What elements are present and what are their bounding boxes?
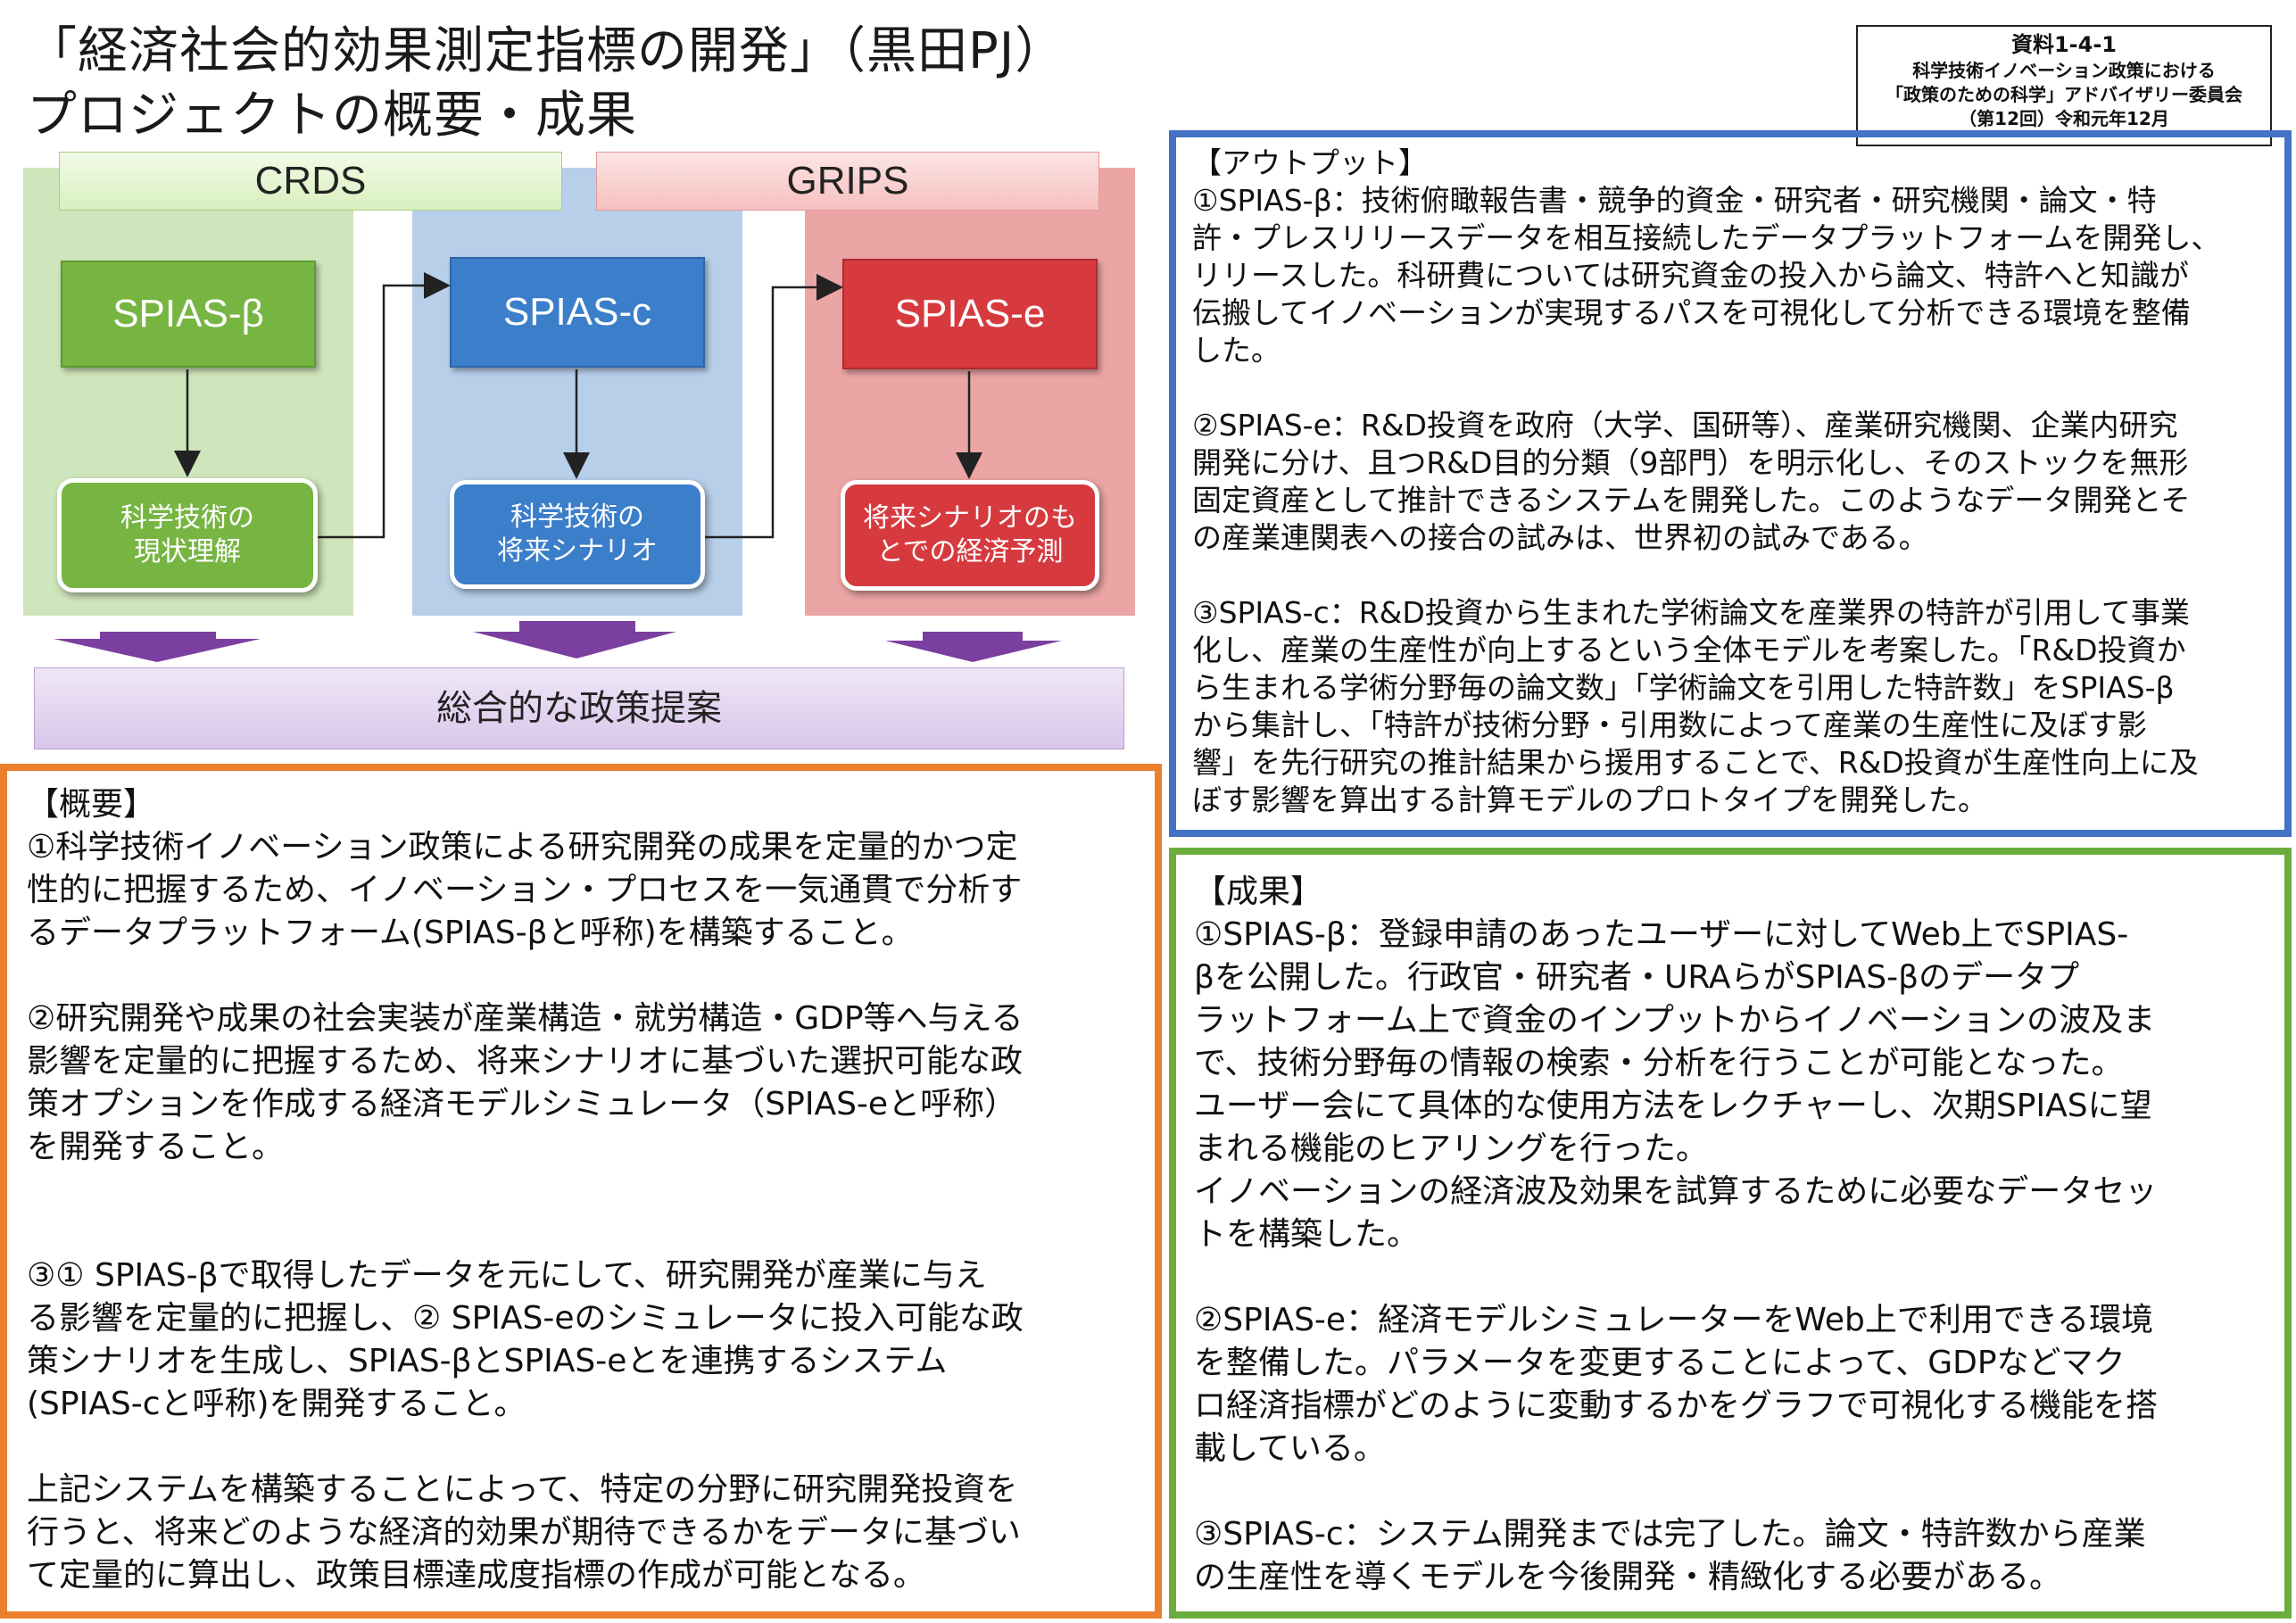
result-box-3-line-2: とでの経済予測 bbox=[876, 536, 1064, 567]
result-box-current-understanding: 科学技術の 現状理解 bbox=[57, 478, 318, 592]
document-reference-box: 資料1-4-1 科学技術イノベーション政策における 「政策のための科学」アドバイ… bbox=[1856, 25, 2272, 146]
arrow-c-to-e bbox=[705, 274, 843, 539]
result-box-economic-forecast: 将来シナリオのも とでの経済予測 bbox=[841, 480, 1099, 591]
overview-paragraph-3: ③① SPIAS-βで取得したデータを元にして、研究開発が産業に与え る影響を定… bbox=[27, 1257, 1024, 1422]
title-line-2: プロジェクトの概要・成果 bbox=[27, 87, 637, 145]
output-paragraph-1: ①SPIAS-β：技術俯瞰報告書・競争的資金・研究者・研究機関・論文・特 許・プ… bbox=[1192, 183, 2221, 368]
org-tab-crds: CRDS bbox=[59, 152, 562, 211]
overview-heading: 【概要】 bbox=[27, 786, 156, 823]
document-id: 資料1-4-1 bbox=[2010, 32, 2118, 57]
result-box-1-line-2: 現状理解 bbox=[134, 536, 241, 567]
system-box-spias-beta: SPIAS-β bbox=[61, 261, 316, 368]
output-heading: 【アウトプット】 bbox=[1192, 145, 1428, 180]
purple-arrow-2 bbox=[473, 621, 676, 658]
output-paragraph-2: ②SPIAS-e：R&D投資を政府（大学、国研等）、産業研究機関、企業内研究 開… bbox=[1192, 408, 2191, 555]
diagram-connectors bbox=[54, 272, 1062, 662]
result-box-2-line-1: 科学技術の bbox=[510, 501, 644, 533]
system-box-spias-e: SPIAS-e bbox=[842, 259, 1098, 369]
purple-arrow-1 bbox=[54, 632, 261, 662]
results-paragraph-2: ②SPIAS-e：経済モデルシミュレーターをWeb上で利用できる環境 を整備した… bbox=[1194, 1302, 2159, 1467]
overview-panel: 【概要】 ①科学技術イノベーション政策による研究開発の成果を定量的かつ定 性的に… bbox=[0, 764, 1162, 1619]
result-box-2-line-2: 将来シナリオ bbox=[497, 535, 658, 567]
arrow-beta-to-c bbox=[318, 272, 451, 539]
purple-arrow-3 bbox=[885, 632, 1062, 662]
results-paragraph-1: ①SPIAS-β：登録申請のあったユーザーに対してWeb上でSPIAS- βを公… bbox=[1194, 916, 2158, 1253]
results-panel: 【成果】 ①SPIAS-β：登録申請のあったユーザーに対してWeb上でSPIAS… bbox=[1169, 848, 2292, 1619]
reference-line-3: （第12回）令和元年12月 bbox=[1959, 108, 2169, 129]
results-heading: 【成果】 bbox=[1194, 874, 1323, 910]
result-box-future-scenario: 科学技術の 将来シナリオ bbox=[450, 480, 705, 589]
overview-paragraph-1: ①科学技術イノベーション政策による研究開発の成果を定量的かつ定 性的に把握するた… bbox=[27, 829, 1023, 951]
policy-proposal-bar: 総合的な政策提案 bbox=[34, 667, 1124, 749]
reference-line-1: 科学技術イノベーション政策における bbox=[1912, 60, 2216, 81]
process-diagram: CRDS GRIPS SPIAS-β SPIAS-c SPIAS-e 科学技術の… bbox=[0, 143, 1151, 758]
result-box-1-line-1: 科学技術の bbox=[120, 502, 254, 534]
system-box-spias-c: SPIAS-c bbox=[450, 257, 705, 368]
overview-paragraph-2: ②研究開発や成果の社会実装が産業構造・就労構造・GDP等へ与える 影響を定量的に… bbox=[27, 1000, 1024, 1165]
output-panel: 【アウトプット】 ①SPIAS-β：技術俯瞰報告書・競争的資金・研究者・研究機関… bbox=[1169, 130, 2292, 837]
title-line-1: 「経済社会的効果測定指標の開発」（黒田PJ） bbox=[27, 22, 1066, 80]
results-paragraph-3: ③SPIAS-c：システム開発までは完了した。論文・特許数から産業 の生産性を導… bbox=[1194, 1516, 2146, 1595]
reference-line-2: 「政策のための科学」アドバイザリー委員会 bbox=[1886, 84, 2242, 105]
org-tab-grips: GRIPS bbox=[596, 152, 1099, 211]
result-box-3-line-1: 将来シナリオのも bbox=[863, 502, 1077, 534]
output-paragraph-3: ③SPIAS-c：R&D投資から生まれた学術論文を産業界の特許が引用して事業 化… bbox=[1192, 595, 2199, 817]
page-title: 「経済社会的効果測定指標の開発」（黒田PJ） プロジェクトの概要・成果 bbox=[27, 20, 1214, 148]
overview-paragraph-4: 上記システムを構築することによって、特定の分野に研究開発投資を 行うと、将来どの… bbox=[27, 1471, 1021, 1594]
